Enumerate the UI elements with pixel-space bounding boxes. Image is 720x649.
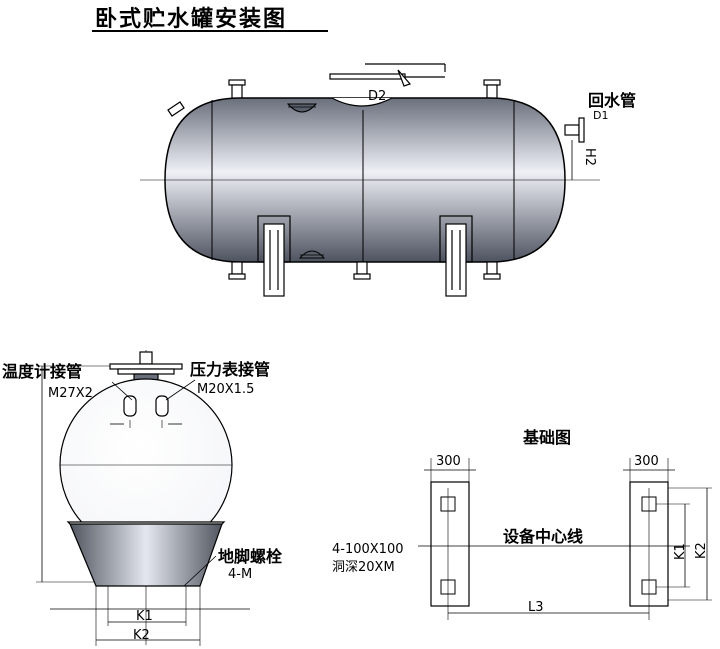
horizontal-tank	[140, 63, 600, 297]
return-pipe-nozzle	[564, 117, 585, 143]
base-cone	[69, 523, 223, 587]
manhole-bottom	[298, 250, 326, 259]
label-base-k1: K1	[136, 609, 153, 624]
saddle-right	[439, 215, 473, 297]
label-return-pipe: 回水管	[588, 91, 636, 110]
top-handle	[329, 63, 446, 87]
label-h2: H2	[582, 148, 597, 166]
label-f-k2: K2	[694, 542, 709, 559]
label-width-right: 300	[634, 454, 659, 469]
label-d2: D2	[368, 89, 386, 104]
label-temp-port: 温度计接管	[1, 362, 82, 381]
label-center-line: 设备中心线	[503, 527, 583, 546]
label-anchor-spec: 4-M	[228, 567, 252, 582]
top-nozzle-right	[483, 79, 501, 106]
bottom-nozzles	[228, 261, 501, 280]
foundation-title: 基础图	[522, 428, 571, 447]
end-view	[36, 350, 250, 646]
drawing-title: 卧式贮水罐安装图	[95, 6, 287, 32]
saddle-left	[257, 215, 291, 297]
foundation-plan	[418, 458, 712, 620]
label-pressure-thread: M20X1.5	[197, 382, 254, 397]
label-f-l3: L3	[528, 600, 544, 615]
label-width-left: 300	[436, 454, 461, 469]
label-hole-spec: 4-100X100	[332, 542, 404, 557]
label-temp-thread: M27X2	[48, 386, 93, 401]
label-hole-depth: 洞深20XM	[332, 560, 395, 575]
vent-pipe	[167, 101, 185, 117]
tank-top-dip	[331, 97, 393, 107]
label-d1: D1	[593, 109, 608, 122]
label-pressure-port: 压力表接管	[190, 360, 270, 379]
label-base-k2: K2	[133, 628, 150, 643]
sockets	[123, 395, 169, 417]
label-anchor-bolt: 地脚螺栓	[218, 547, 283, 566]
label-f-k1: K1	[673, 543, 688, 560]
